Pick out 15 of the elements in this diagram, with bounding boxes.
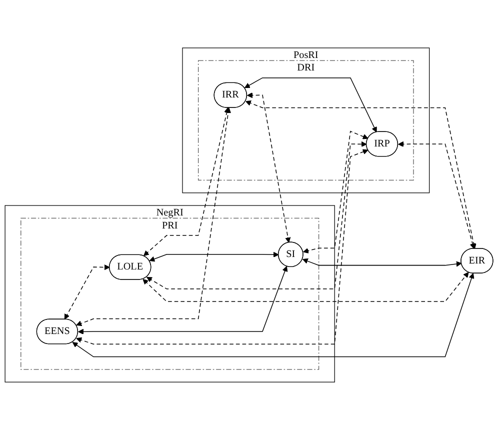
arrow [398,141,476,249]
arrow [72,273,474,358]
arrow [146,141,367,290]
arrow [246,92,291,243]
arrow [302,258,462,267]
arrow [246,100,476,249]
arrow [76,149,368,344]
arrow [78,266,288,334]
arrow [64,264,110,320]
arrow [142,272,469,302]
arrow [244,77,377,132]
arrow [144,107,230,256]
arrow [76,107,231,326]
arrow [302,130,368,254]
arrow [149,252,279,262]
